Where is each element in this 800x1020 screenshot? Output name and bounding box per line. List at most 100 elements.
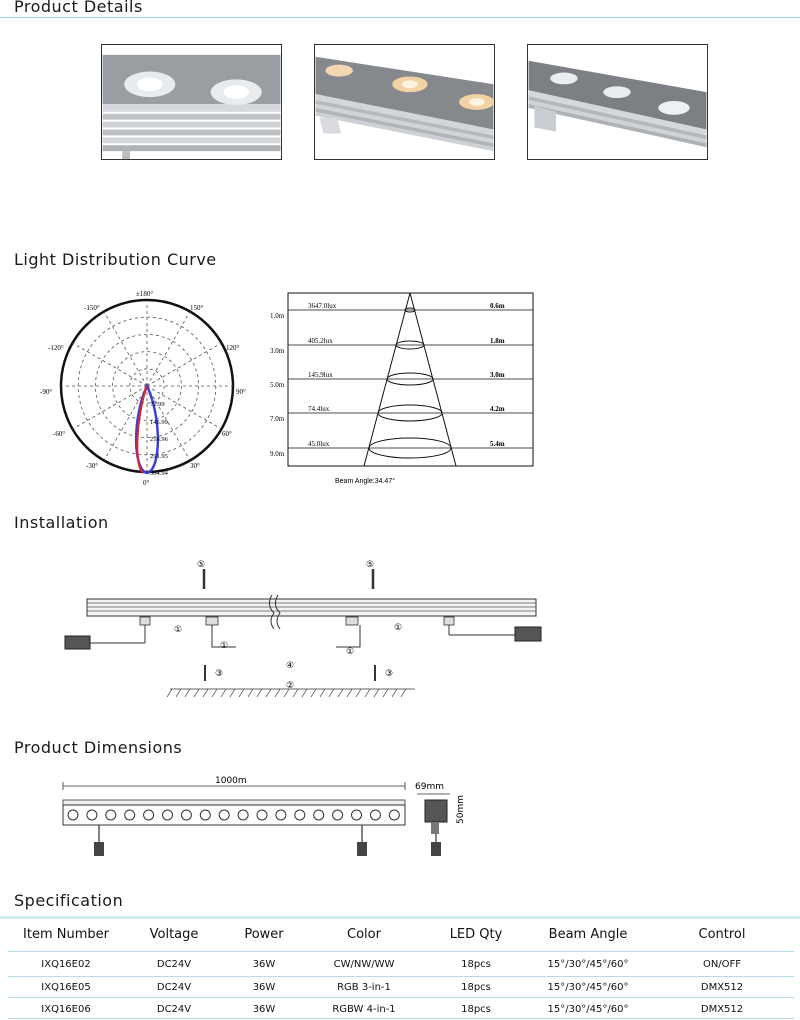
ground-hatch-line [400, 688, 407, 698]
ground-hatch-line [184, 688, 191, 698]
polar-grid-line [72, 385, 148, 430]
ground-hatch-line [193, 688, 200, 698]
section-title-light-distribution: Light Distribution Curve [14, 250, 217, 269]
spec-cell: DMX512 [700, 982, 744, 993]
led-dot [162, 809, 173, 821]
install-step-label: ④ [286, 661, 294, 671]
beam-diameter-label: 0.6m [490, 302, 505, 310]
dimension-height-label: 50mm [456, 795, 466, 824]
table-row-divider [8, 951, 794, 952]
product-photo-warm-leds [314, 44, 495, 160]
polar-value-label: 72.99 [150, 401, 165, 408]
section-title-specification: Specification [14, 891, 124, 910]
dimension-width-label: 69mm [415, 782, 444, 792]
ground-hatch-line [256, 688, 263, 698]
spec-cell: 18pcs [461, 1004, 491, 1015]
product-photo-warm-leds-illustration [315, 45, 494, 159]
spec-cell: 15°/30°/45°/60° [547, 959, 629, 970]
product-photo-angle-view-illustration [528, 45, 707, 159]
ground-hatch-line [202, 688, 209, 698]
ground-hatch-line [301, 688, 308, 698]
spec-cell: RGB 3-in-1 [337, 982, 391, 993]
led-dot [105, 809, 117, 821]
beam-lux-label: 45.0lux [308, 440, 330, 448]
spec-cell: 18pcs [461, 982, 491, 993]
installation-diagram: ⑤ ⑤ ① ① ① ① ③ ③ ④ ② [60, 555, 560, 705]
table-row: IXQ16E02 DC24V 36W CW/NW/WW 18pcs 15°/30… [0, 954, 800, 976]
beam-lux-label: 74.4lux [308, 405, 330, 413]
polar-curve-svg: ±180° -150° 150° -120° 120° -90° 90° -60… [40, 290, 246, 487]
table-row-divider [8, 1018, 794, 1019]
polar-grid-line [146, 342, 222, 387]
spec-cell: DC24V [156, 982, 192, 993]
led-dot [199, 809, 211, 821]
ground-hatch-line [391, 688, 398, 698]
spec-header-cell: Voltage [149, 927, 199, 942]
install-step-label: ③ [385, 669, 393, 679]
spec-cell: 36W [252, 959, 276, 970]
spec-header-cell: Control [698, 927, 746, 942]
polar-angle-label: -60° [53, 430, 65, 438]
spec-cell: IXQ16E05 [41, 982, 91, 993]
ground-hatch-line [220, 688, 227, 698]
install-step-label: ② [286, 681, 294, 691]
section-divider [0, 17, 800, 18]
install-step-label: ① [174, 625, 182, 635]
polar-grid-line [103, 385, 148, 461]
led-dot [351, 809, 362, 821]
ground-hatch-line [328, 688, 335, 698]
ground-hatch-line [355, 688, 362, 698]
table-row: IXQ16E05 DC24V 36W RGB 3-in-1 18pcs 15°/… [0, 977, 800, 999]
polar-value-label: 364.94 [150, 470, 169, 477]
polar-angle-label: 90° [236, 388, 246, 396]
dimensions-svg: 1000m 69mm 50mm [62, 776, 466, 856]
polar-angle-label: 0° [143, 479, 150, 487]
spec-cell: CW/NW/WW [333, 959, 395, 970]
ground-hatch-line [373, 688, 380, 698]
beam-distance-label: 9.0m [270, 450, 285, 458]
install-step-label: ⑤ [366, 560, 374, 570]
ground-hatch-line [229, 688, 236, 698]
section-title-dimensions: Product Dimensions [14, 738, 183, 757]
ground-hatch-line [274, 688, 281, 698]
ground-hatch-line [175, 688, 182, 698]
ground-hatch-line [247, 688, 254, 698]
beam-angle-label: Beam Angle:34.47° [335, 477, 395, 485]
ground-hatch-line [238, 688, 245, 698]
beam-diameter-label: 3.0m [490, 371, 505, 379]
polar-grid-line [146, 385, 222, 430]
ground-hatch-line [337, 688, 344, 698]
ground-hatch-line [283, 688, 290, 698]
spec-header-cell: Beam Angle [548, 927, 628, 942]
led-dot [67, 809, 79, 821]
polar-value-label: 291.95 [150, 453, 168, 460]
polar-angle-label: 60° [222, 430, 232, 438]
led-dot [294, 809, 306, 821]
polar-angle-label: -120° [48, 344, 64, 352]
section-title-product-details: Product Details [14, 0, 143, 16]
install-step-label: ① [346, 647, 354, 657]
beam-lux-label: 3647.0lux [308, 302, 337, 310]
ground-hatch-line [310, 688, 317, 698]
product-photo-angle-view [527, 44, 708, 160]
beam-diameter-label: 1.8m [490, 337, 505, 345]
ground-hatch-line [319, 688, 326, 698]
led-dot [180, 809, 192, 821]
led-dot [313, 809, 325, 821]
led-dot [369, 809, 381, 821]
polar-angle-label: -30° [86, 462, 98, 470]
beam-distance-label: 3.0m [270, 347, 285, 355]
spec-cell: IXQ16E02 [41, 959, 91, 970]
ground-hatch-line [382, 688, 389, 698]
beam-lux-label: 405.2lux [308, 337, 333, 345]
led-dot [86, 809, 98, 821]
spec-header-cell: Power [244, 927, 284, 942]
ground-hatch-line [166, 688, 173, 698]
led-dot [275, 809, 287, 821]
beam-diameter-label: 4.2m [490, 405, 505, 413]
polar-angle-label: 120° [226, 344, 240, 352]
spec-header-cell: Item Number [23, 927, 109, 942]
spec-cell: 15°/30°/45°/60° [547, 982, 629, 993]
spec-cell: 36W [252, 1004, 276, 1015]
spec-cell: 36W [252, 982, 276, 993]
